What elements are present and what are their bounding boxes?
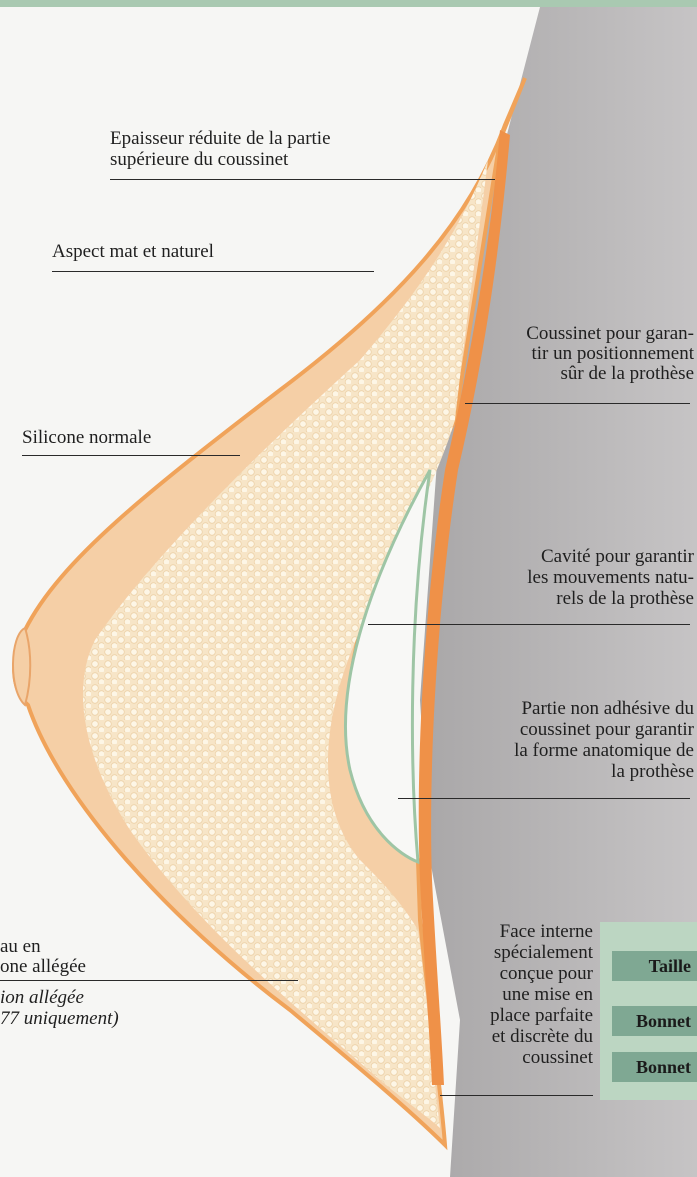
leader-line-coussinet — [465, 403, 690, 404]
tab-taille[interactable]: Taille — [612, 951, 697, 981]
leader-line-allegee — [0, 980, 298, 981]
label-cavite-line1: Cavité pour garantir — [541, 547, 694, 567]
label-silicone-normale: Silicone normale — [22, 428, 151, 448]
leader-line-epaisseur — [110, 179, 495, 180]
label-allegee-line1: au en — [0, 937, 41, 957]
label-cavite-line2: les mouvements natu- — [527, 568, 694, 588]
label-partie-line1: Partie non adhésive du — [521, 699, 694, 719]
label-version-line2: 77 uniquement) — [0, 1009, 119, 1029]
label-allegee-line2: one allégée — [0, 957, 86, 977]
label-face-line5: place parfaite — [490, 1006, 593, 1026]
label-face-line2: spécialement — [494, 943, 593, 963]
label-coussinet-line2: tir un positionnement — [531, 344, 694, 364]
label-version-line1: ion allégée — [0, 988, 84, 1008]
label-coussinet-line3: sûr de la prothèse — [561, 364, 694, 384]
tab-bonnet-1[interactable]: Bonnet — [612, 1006, 697, 1036]
nipple — [13, 628, 30, 705]
label-epaisseur-line1: Epaisseur réduite de la partie — [110, 129, 331, 149]
label-coussinet-line1: Coussinet pour garan- — [526, 324, 694, 344]
leader-line-face — [440, 1095, 593, 1096]
label-face-line6: et discrète du — [492, 1027, 593, 1047]
leader-line-aspect — [52, 271, 374, 272]
tab-bonnet-2[interactable]: Bonnet — [612, 1052, 697, 1082]
label-epaisseur-line2: supérieure du coussinet — [110, 150, 288, 170]
label-partie-line4: la prothèse — [611, 762, 694, 782]
leader-line-cavite — [368, 624, 690, 625]
label-face-line1: Face interne — [500, 922, 593, 942]
label-aspect: Aspect mat et naturel — [52, 242, 214, 262]
leader-line-partie — [398, 798, 690, 799]
label-partie-line2: coussinet pour garantir — [520, 720, 694, 740]
leader-line-silicone-normale — [22, 455, 240, 456]
label-face-line4: une mise en — [502, 985, 593, 1005]
label-partie-line3: la forme anatomique de — [514, 741, 694, 761]
label-face-line3: conçue pour — [500, 964, 593, 984]
label-face-line7: coussinet — [522, 1048, 593, 1068]
label-cavite-line3: rels de la prothèse — [556, 589, 694, 609]
